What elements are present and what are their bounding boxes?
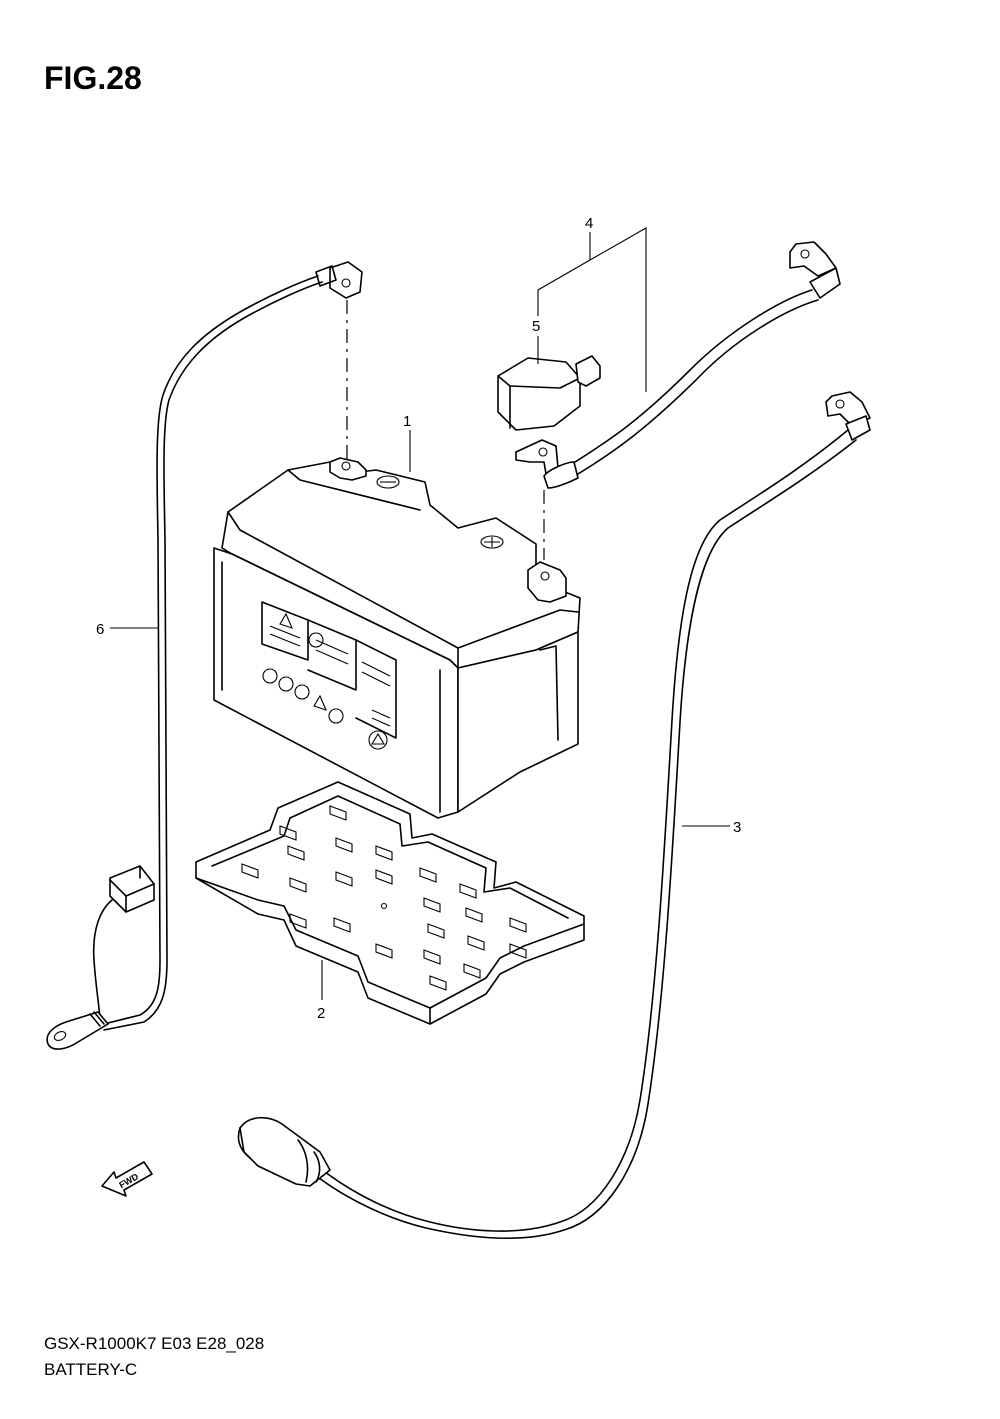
callout-5: 5 bbox=[532, 318, 540, 335]
part-6-battery-lead[interactable] bbox=[46, 261, 363, 1050]
callout-2: 2 bbox=[317, 1005, 325, 1022]
part-5-terminal-cover[interactable] bbox=[497, 355, 601, 431]
part-3-starter-lead[interactable] bbox=[237, 391, 871, 1240]
fwd-arrow-icon: FWD bbox=[101, 1161, 153, 1197]
part-1-battery[interactable] bbox=[213, 457, 581, 819]
figure-title: FIG.28 bbox=[44, 60, 142, 96]
part-2-battery-tray[interactable] bbox=[195, 781, 585, 1025]
section-name: BATTERY-C bbox=[44, 1360, 138, 1379]
callout-6: 6 bbox=[96, 621, 104, 638]
callout-1: 1 bbox=[403, 413, 411, 430]
callout-4: 4 bbox=[585, 215, 593, 232]
callout-3: 3 bbox=[733, 819, 741, 836]
recycle-icon bbox=[368, 730, 388, 750]
model-code: GSX-R1000K7 E03 E28_028 bbox=[44, 1334, 265, 1353]
warning-triangle-icon bbox=[279, 612, 327, 711]
part-4-positive-lead[interactable] bbox=[515, 241, 841, 489]
tray-slots bbox=[241, 805, 527, 991]
leader-lines bbox=[110, 227, 730, 1000]
